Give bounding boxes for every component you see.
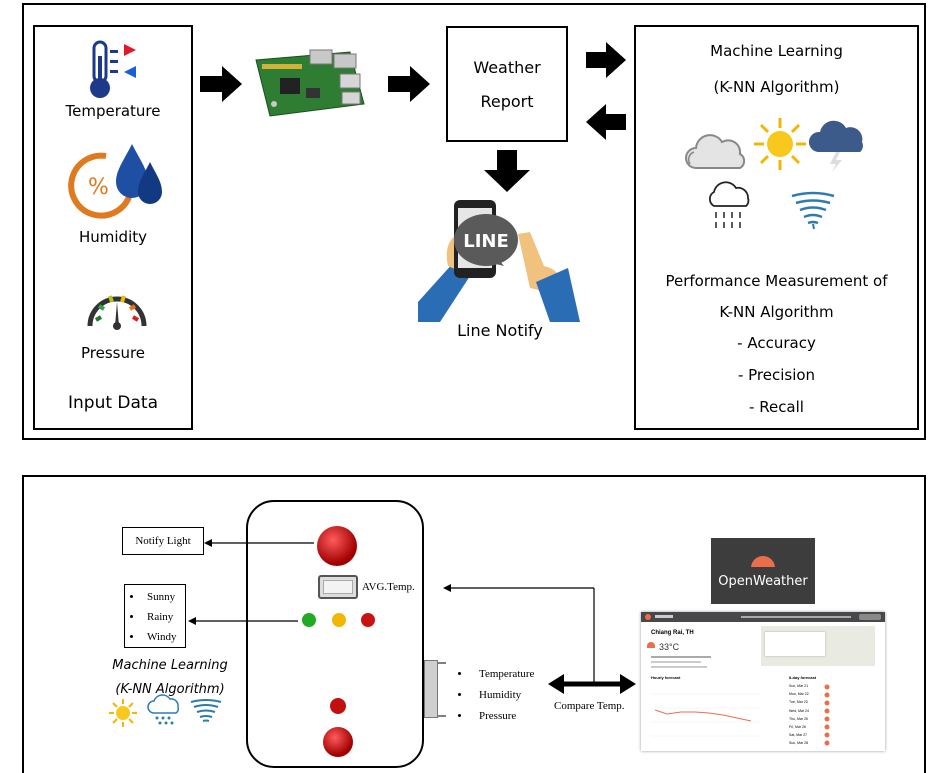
- openweather-website-screenshot: Chiang Rai, TH 33°C Hourly forecast 8-da…: [641, 612, 885, 751]
- notify-light-label: Notify Light: [135, 535, 191, 547]
- arrow-down-icon: [484, 150, 530, 192]
- weather-report-box: [446, 26, 568, 142]
- weather-station-device: [246, 500, 424, 768]
- ow-city: Chiang Rai, TH: [651, 630, 694, 636]
- input-data-box: [33, 25, 193, 430]
- tornado-icon: [791, 191, 835, 230]
- ow-map: [761, 626, 875, 666]
- class-sunny: Sunny: [143, 587, 185, 607]
- thermometer-icon: [90, 40, 136, 98]
- sun-icon: [109, 699, 137, 727]
- ml-title: Machine Learning: [710, 42, 843, 60]
- humidity-icon: %: [68, 144, 162, 219]
- ml-subtitle: (K-NN Algorithm): [713, 78, 840, 96]
- ow-hourly-chart: [651, 693, 761, 737]
- small-red-button: [330, 698, 346, 714]
- input-data-title: Input Data: [67, 393, 158, 413]
- ow-daily-icons: [824, 684, 830, 746]
- ow-day-row: Thu, Mar 25: [789, 716, 808, 721]
- humidity-label: Humidity: [78, 228, 147, 246]
- top-panel: [22, 3, 926, 440]
- sensor-list: Temperature Humidity Pressure: [455, 664, 534, 727]
- cloudy-icon: [685, 134, 746, 169]
- perf-title-1: Performance Measurement of: [665, 272, 888, 290]
- raspberry-pi-board-icon: [255, 49, 365, 117]
- rain-icon: [708, 181, 750, 228]
- arrow-right-icon: [388, 66, 430, 102]
- arrow-left-icon: [586, 104, 626, 140]
- ow-day-row: Sun, Mar 21: [789, 684, 809, 688]
- bottom-panel: [22, 475, 926, 773]
- bottom-ml-subtitle: (K-NN Algorithm): [115, 682, 225, 697]
- metric-accuracy: - Accuracy: [737, 334, 816, 352]
- ow-hourly-title: Hourly forecast: [651, 675, 681, 680]
- tornado-icon: [190, 699, 222, 722]
- avg-temp-label: AVG.Temp.: [362, 581, 415, 593]
- lcd-display: [318, 575, 358, 599]
- sensor-pressure: Pressure: [471, 706, 534, 727]
- weather-report-label-2: Report: [480, 92, 534, 111]
- ow-navbar: [641, 612, 885, 622]
- notify-light-led: [317, 526, 357, 566]
- ow-day-row: Fri, Mar 26: [789, 725, 806, 730]
- class-windy: Windy: [143, 627, 185, 647]
- perf-title-2: K-NN Algorithm: [719, 303, 834, 321]
- rain-cloud-icon: [147, 694, 180, 725]
- openweather-logo: OpenWeather: [711, 538, 815, 604]
- weather-classes-list: Sunny Rainy Windy: [125, 587, 185, 647]
- ow-temp: 33°C: [659, 642, 680, 652]
- line-logo-text: LINE: [463, 231, 509, 252]
- sensor-port: [424, 660, 438, 718]
- line-phone-hands-icon: LINE: [418, 200, 580, 322]
- metric-recall: - Recall: [749, 398, 804, 416]
- pressure-label: Pressure: [80, 344, 146, 362]
- ow-day-row: Sat, Mar 27: [789, 733, 808, 738]
- pressure-gauge-icon: [87, 295, 147, 330]
- compare-temp-label: Compare Temp.: [554, 700, 625, 712]
- weather-classes-box: Sunny Rainy Windy: [124, 584, 186, 648]
- arrow-right-icon: [586, 42, 626, 78]
- ow-day-row: Sun, Mar 28: [789, 741, 809, 746]
- ml-box: [634, 25, 919, 430]
- class-rainy: Rainy: [143, 607, 185, 627]
- openweather-sun-icon: [749, 556, 777, 569]
- svg-text:%: %: [88, 175, 109, 200]
- metric-precision: - Precision: [737, 366, 816, 384]
- large-red-button: [323, 727, 353, 757]
- ow-day-row: Tue, Mar 23: [789, 700, 808, 705]
- sun-icon: [754, 118, 806, 170]
- thunderstorm-icon: [808, 120, 863, 172]
- arrow-right-icon: [200, 66, 242, 102]
- notify-light-box: Notify Light: [122, 527, 204, 555]
- bottom-ml-title: Machine Learning: [112, 658, 228, 673]
- sensor-temperature: Temperature: [471, 664, 534, 685]
- weather-report-label-1: Weather: [473, 58, 541, 77]
- openweather-logo-text: OpenWeather: [718, 574, 808, 589]
- temperature-label: Temperature: [65, 102, 161, 120]
- ow-daily-list: Sun, Mar 21 Mon, Mar 22 Tue, Mar 23 Wed,…: [789, 682, 881, 748]
- ow-day-row: Mon, Mar 22: [789, 692, 809, 697]
- ow-daily-title: 8-day forecast: [789, 675, 817, 680]
- sensor-humidity: Humidity: [471, 685, 534, 706]
- status-leds: [302, 613, 375, 627]
- ow-day-row: Wed, Mar 24: [789, 708, 809, 713]
- line-notify-label: Line Notify: [457, 321, 543, 340]
